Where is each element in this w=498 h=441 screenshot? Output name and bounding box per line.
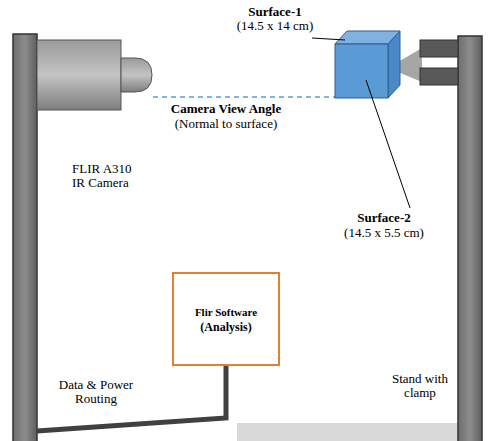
surface-label: Surface-1 xyxy=(230,5,320,19)
box-text: (Analysis) xyxy=(200,320,251,334)
cube-side xyxy=(388,31,400,98)
cable-label: Data & Power Routing xyxy=(52,378,140,406)
ir-camera xyxy=(37,40,121,110)
camera-label: FLIR A310 IR Camera xyxy=(72,162,144,190)
view-note: (Normal to surface) xyxy=(166,117,286,131)
stand-base xyxy=(237,423,459,441)
dimension-label: (14.5 x 14 cm) xyxy=(225,19,325,33)
leader-line xyxy=(312,38,345,40)
clamp-neck xyxy=(398,48,422,82)
clamp-stand xyxy=(458,36,482,441)
view-line xyxy=(153,96,335,98)
surface-label: Surface-2 xyxy=(340,211,428,225)
camera-stand xyxy=(13,34,37,441)
camera-lens xyxy=(121,58,152,92)
stand-label: Stand with clamp xyxy=(383,372,457,400)
leader-line xyxy=(366,80,410,208)
clamp-jaw xyxy=(420,68,458,85)
box-text: Flir Software xyxy=(195,305,257,320)
software-box: Flir Software(Analysis) xyxy=(172,272,280,366)
dimension-label: (14.5 x 5.5 cm) xyxy=(335,226,433,240)
data-cable xyxy=(37,366,226,431)
view-label: Camera View Angle xyxy=(170,102,282,116)
clamp-jaw xyxy=(420,40,458,57)
cube-front xyxy=(335,44,388,98)
